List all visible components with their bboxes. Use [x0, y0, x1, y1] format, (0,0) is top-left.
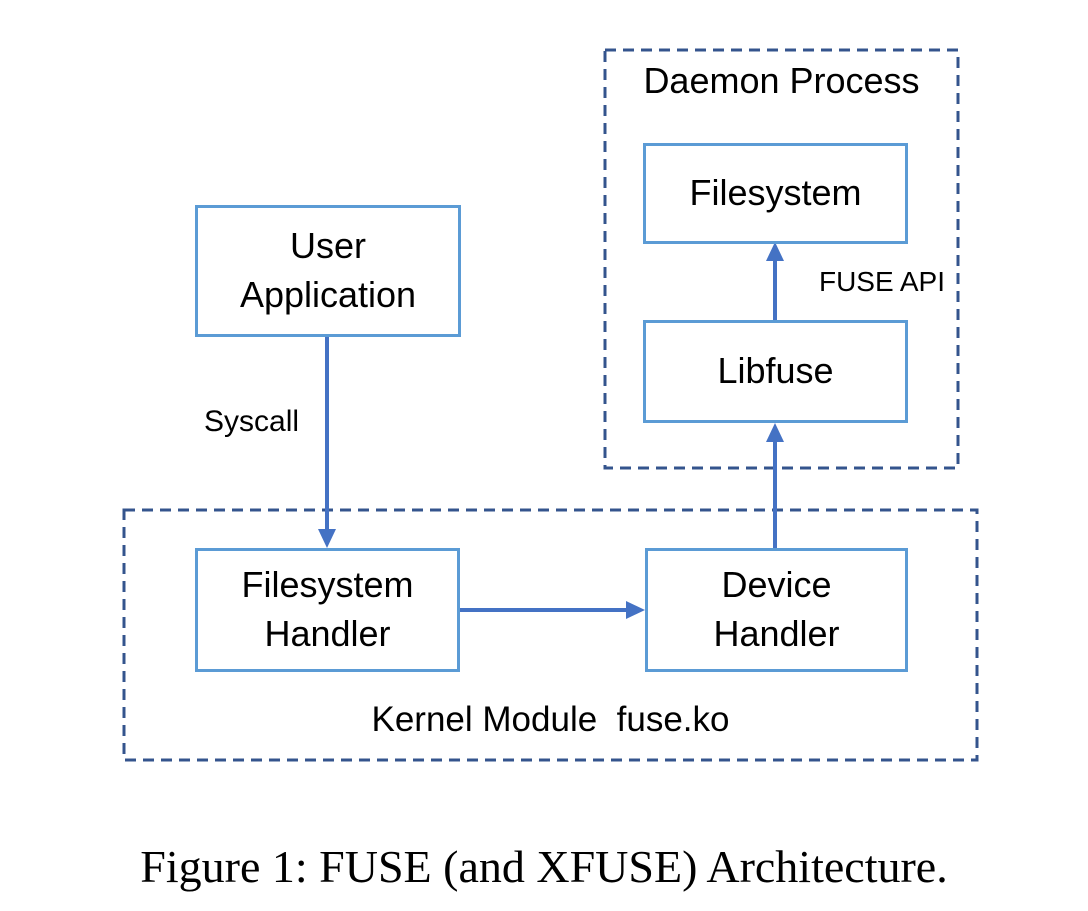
device-to-libfuse-arrow	[766, 423, 784, 548]
filesystem-label: Filesystem	[689, 172, 862, 214]
daemon-process-group-title: Daemon Process	[643, 60, 920, 101]
libfuse-box: Libfuse	[643, 320, 908, 423]
user-application-box: User Application	[195, 205, 461, 337]
handler-to-device-arrowhead-right-icon	[626, 601, 645, 619]
kernel-module-group-title: Kernel Module fuse.ko	[371, 700, 730, 739]
filesystem-handler-label: Filesystem Handler	[241, 564, 414, 654]
syscall-arrowhead-down-icon	[318, 529, 336, 548]
filesystem-handler-box: Filesystem Handler	[195, 548, 460, 672]
device-to-libfuse-arrowhead-up-icon	[766, 423, 784, 442]
figure-caption: Figure 1: FUSE (and XFUSE) Architecture.	[140, 841, 948, 892]
libfuse-label: Libfuse	[717, 350, 834, 392]
user-application-label: User Application	[239, 225, 417, 315]
fuse-api-edge-label: FUSE API	[818, 266, 946, 297]
daemon-process-dashed-border	[603, 48, 960, 470]
syscall-arrow	[318, 337, 336, 548]
kernel-module-dashed-border	[122, 508, 979, 762]
syscall-edge-label: Syscall	[204, 405, 300, 438]
device-handler-box: Device Handler	[645, 548, 908, 672]
device-handler-label: Device Handler	[713, 564, 840, 654]
handler-to-device-arrow	[460, 601, 645, 619]
filesystem-box: Filesystem	[643, 143, 908, 244]
libfuse-to-filesystem-arrowhead-up-icon	[766, 242, 784, 261]
libfuse-to-filesystem-arrow	[766, 242, 784, 320]
